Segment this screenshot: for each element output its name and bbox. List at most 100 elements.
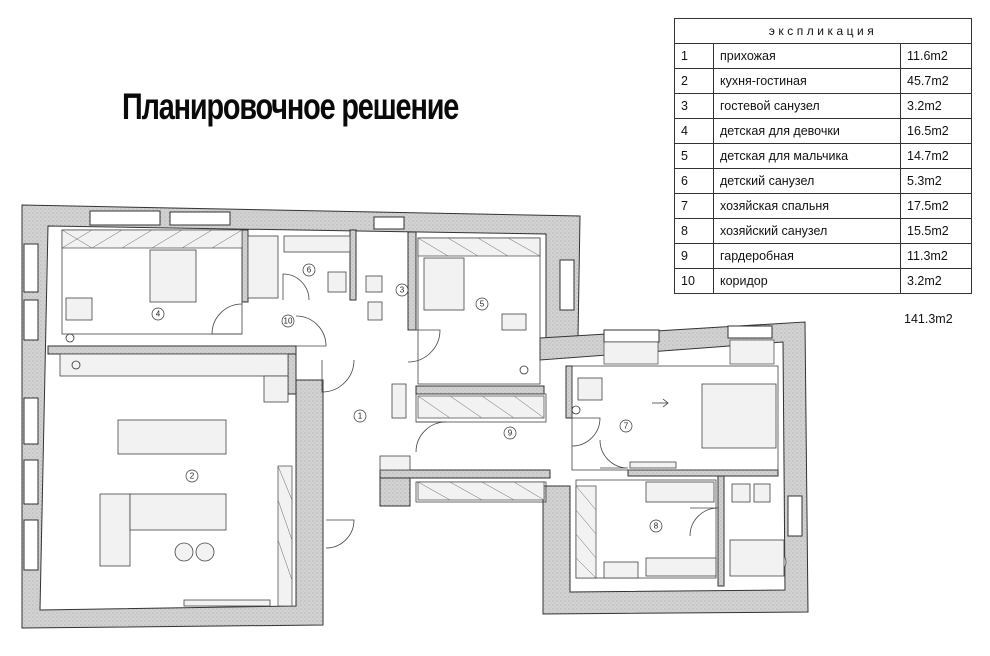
wardrobe: [417, 395, 545, 419]
windows: [23, 210, 803, 571]
door-swing: [407, 329, 441, 363]
explication-row-area: 16.5m2: [900, 118, 972, 144]
room-number-marker: [395, 283, 409, 297]
room-number-marker: [649, 519, 663, 533]
window: [603, 329, 660, 343]
room-number-label: 2: [190, 472, 195, 481]
room-4-furniture: [65, 249, 197, 321]
room-number-label: 6: [307, 266, 312, 275]
page-title: Планировочное решение: [122, 86, 459, 127]
window: [89, 210, 161, 226]
light-icon: [571, 405, 581, 415]
wall-bedroom-left: [565, 365, 573, 419]
explication-row-area: 15.5m2: [900, 218, 972, 244]
desk: [501, 313, 527, 331]
wardrobe: [417, 237, 541, 257]
light-icon: [519, 365, 529, 375]
room-number-label: 5: [480, 300, 485, 309]
explication-row-name: коридор: [713, 268, 901, 294]
tv-unit: [629, 461, 677, 469]
door-swing: [415, 421, 447, 453]
explication-header-row: экспликация: [674, 18, 972, 44]
kitchen-counter: [59, 353, 289, 377]
doors: [211, 273, 719, 549]
bed: [149, 249, 197, 303]
shoe-cabinet: [379, 455, 411, 471]
explication-row-area: 5.3m2: [900, 168, 972, 194]
wall-room5-bottom: [415, 385, 545, 395]
room-number-marker: [503, 426, 517, 440]
wall-bath6-left: [241, 229, 249, 303]
kitchen-furniture: [59, 353, 289, 607]
window: [23, 459, 39, 505]
bathroom-8-fixtures: [603, 481, 787, 579]
explication-row-number: 6: [674, 168, 714, 194]
wall-corridor-bottom-2: [379, 477, 411, 507]
window: [727, 325, 773, 339]
wardrobe: [61, 229, 243, 249]
sink: [365, 275, 383, 293]
bed: [423, 257, 465, 311]
desk: [65, 297, 93, 321]
explication-row-area: 3.2m2: [900, 93, 972, 119]
wall-bath8-split: [717, 475, 725, 587]
window: [169, 211, 231, 226]
tv-console: [183, 599, 271, 607]
window: [787, 495, 803, 537]
door-swing: [689, 507, 719, 537]
room-number-label: 10: [284, 317, 293, 326]
explication-row-area: 14.7m2: [900, 143, 972, 169]
wardrobe: [417, 481, 545, 501]
explication-row-area: 45.7m2: [900, 68, 972, 94]
wall-room5-left: [407, 231, 417, 331]
room-number-marker: [151, 307, 165, 321]
window: [373, 216, 405, 230]
double-sink: [283, 235, 351, 253]
explication-row-number: 5: [674, 143, 714, 169]
door-swing: [211, 303, 243, 335]
door-swing: [321, 359, 355, 393]
window: [23, 397, 39, 445]
light-points: [65, 333, 581, 415]
explication-row-name: детская для мальчика: [713, 143, 901, 169]
outer-walls: [21, 204, 809, 629]
door-swing: [295, 315, 327, 347]
wardrobes: [61, 229, 775, 607]
wall-bath8-top: [627, 469, 779, 477]
wardrobe: [575, 485, 597, 579]
wall-kitchen-top: [47, 345, 297, 355]
explication-row-name: прихожая: [713, 43, 901, 69]
door-swing: [599, 439, 629, 469]
bar-stools: [117, 419, 227, 455]
window: [559, 259, 575, 311]
wardrobe: [277, 465, 293, 607]
room-number-label: 9: [508, 429, 513, 438]
bench: [391, 383, 407, 419]
explication-row-name: детская для девочки: [713, 118, 901, 144]
sofa: [129, 493, 227, 531]
total-area: 141.3m2: [904, 312, 953, 326]
bath-stand: [603, 561, 639, 579]
bathroom-6-fixtures: [247, 235, 351, 299]
pouf: [195, 542, 215, 562]
room-number-marker: [302, 263, 316, 277]
double-bed: [701, 383, 777, 449]
wardrobe-door-lines: [61, 229, 597, 581]
bathroom-3-fixtures: [365, 275, 383, 321]
room-number-marker: [475, 297, 489, 311]
toilet: [327, 271, 347, 293]
explication-row-area: 3.2m2: [900, 268, 972, 294]
door-swing: [282, 273, 310, 301]
room-number-marker: [619, 419, 633, 433]
wall-bath6-right: [349, 229, 357, 301]
explication-header: экспликация: [674, 18, 972, 44]
bathtub: [247, 235, 279, 299]
wardrobe-doors: [61, 229, 597, 581]
